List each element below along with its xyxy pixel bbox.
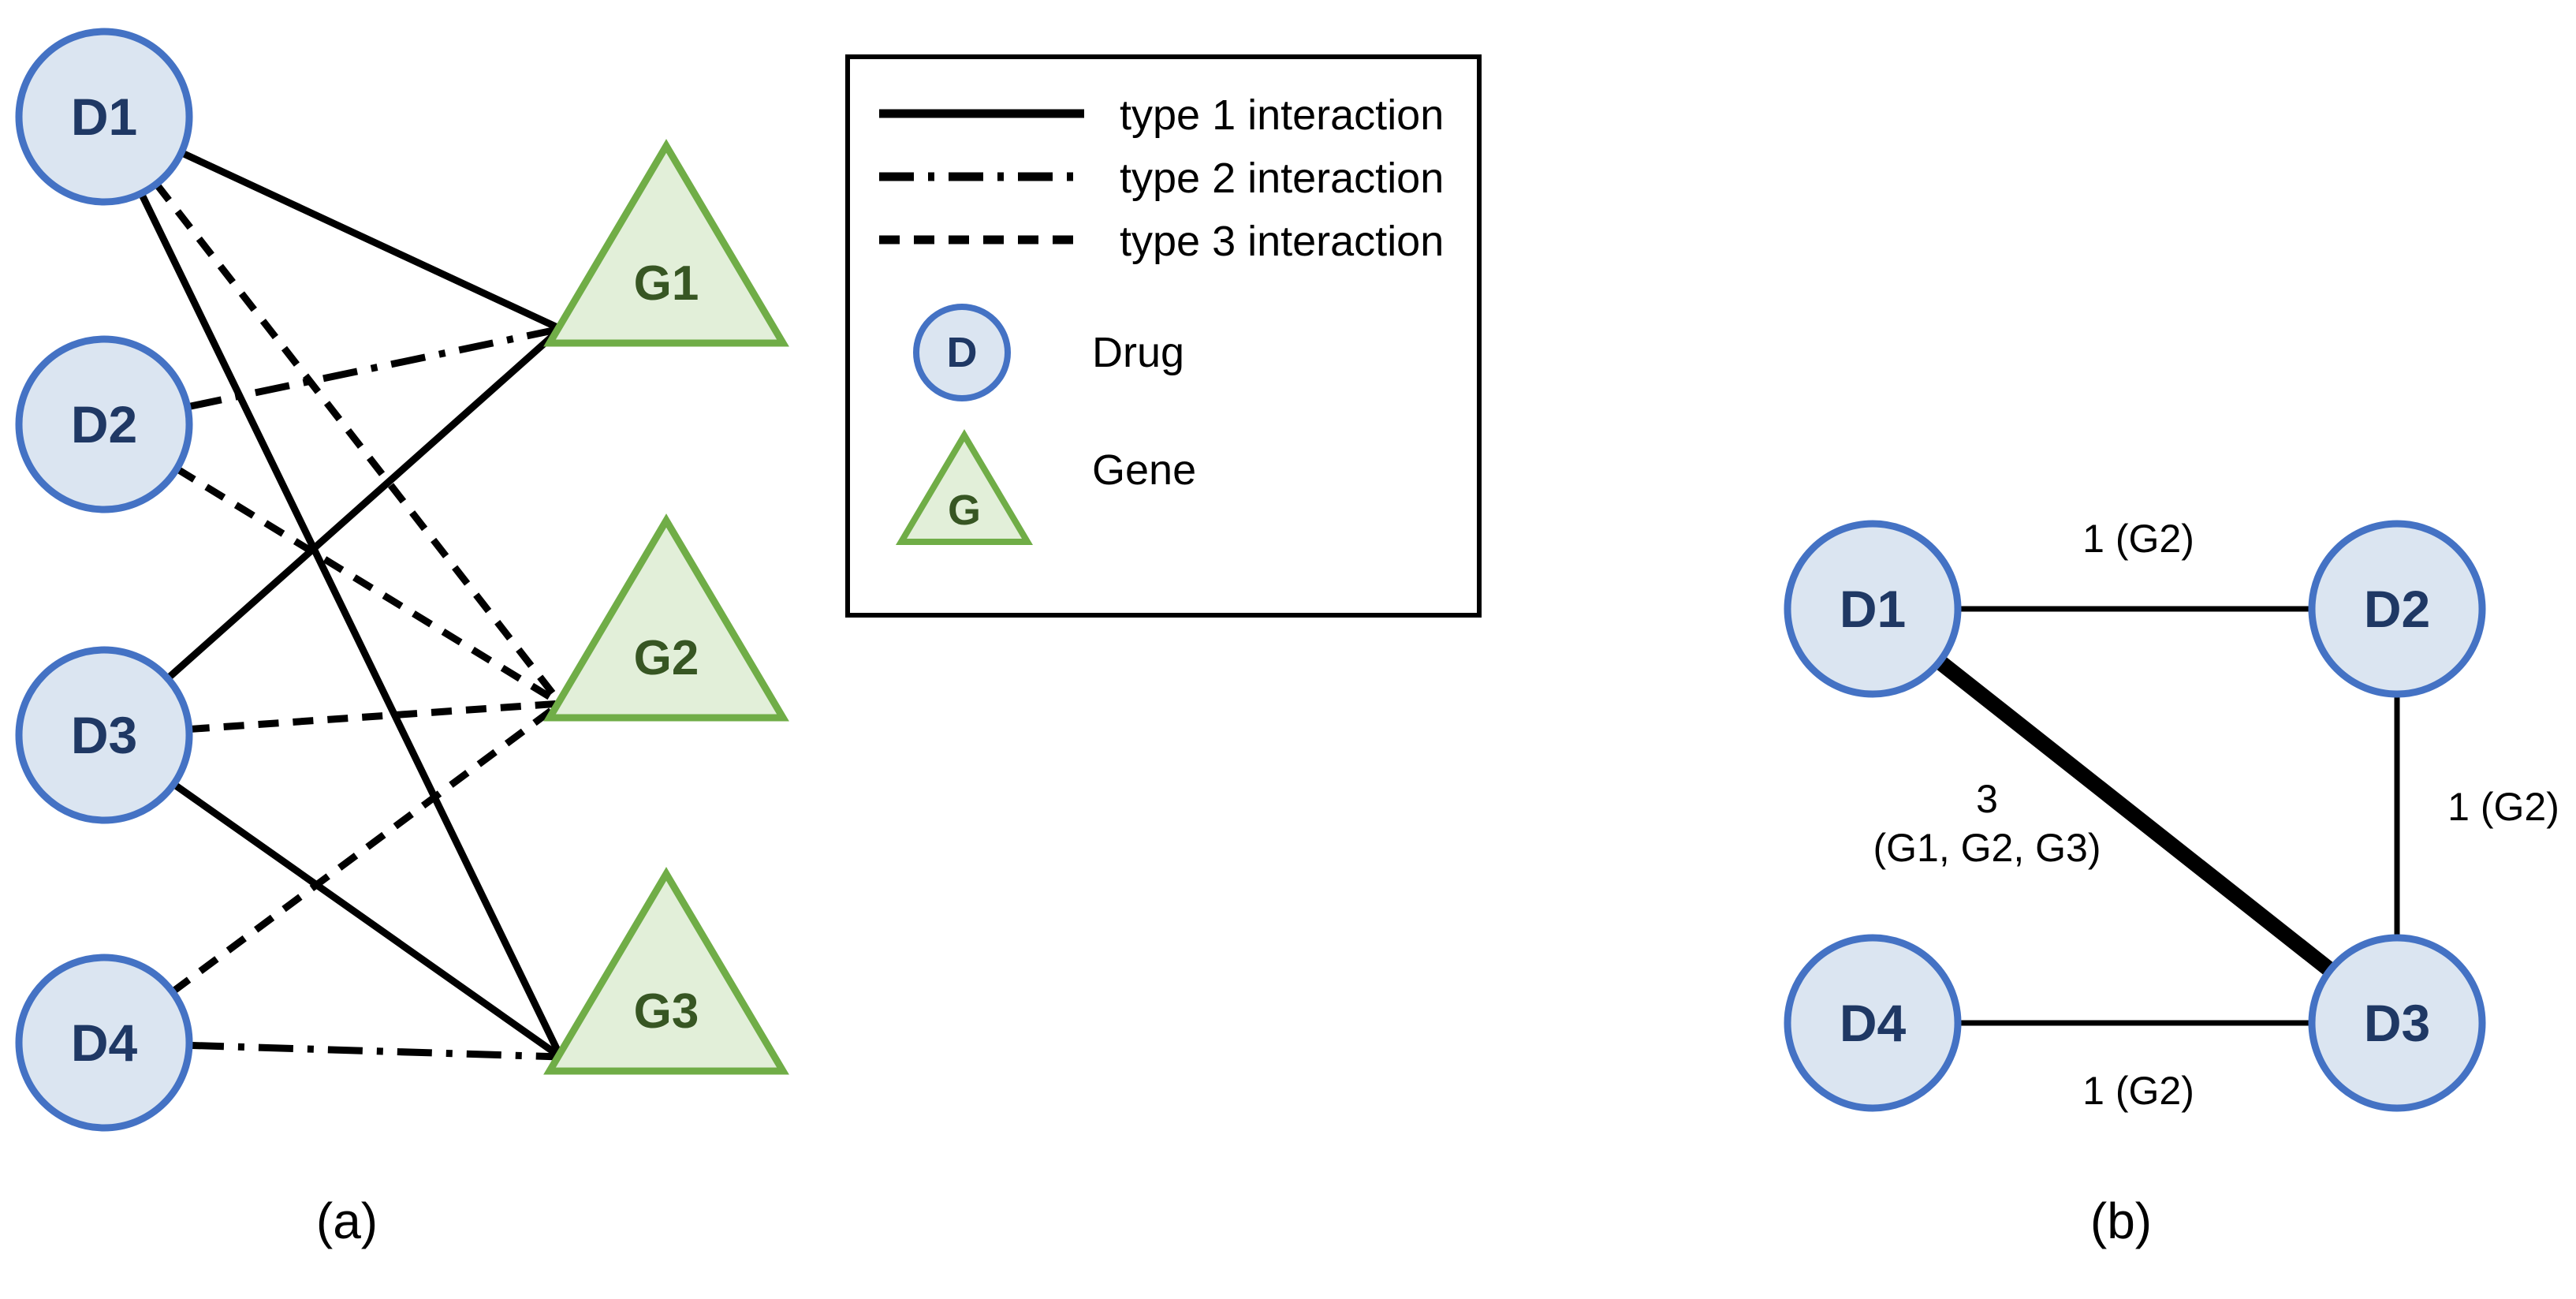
gene-node-label: G1: [634, 256, 699, 311]
drug-node-label: D3: [71, 706, 137, 764]
gene-node-label: G3: [634, 984, 699, 1039]
ddi-edge-weight-line: 1 (G2): [2082, 517, 2194, 561]
edge-d3-g2-type3: [188, 700, 561, 733]
legend-item-label: type 2 interaction: [1120, 155, 1444, 202]
legend-item-type3[interactable]: type 3 interaction: [879, 218, 1444, 265]
legend-gene-glyph: G: [948, 487, 981, 534]
panel-caption-b: (b): [2090, 1193, 2152, 1249]
edge-d1-g1-type1: [180, 149, 562, 333]
edge-d2-g1-type2: [186, 325, 561, 411]
ddi-drug-node-label: D3: [2364, 994, 2430, 1052]
legend-item-drug[interactable]: D Drug: [913, 304, 1184, 401]
ddi-edge-weight-line: 1 (G2): [2082, 1069, 2194, 1113]
ddi-drug-node-d2[interactable]: D2: [2308, 520, 2486, 698]
ddi-edge-label-d1-d3: 3 (G1, G2, G3): [1873, 777, 2101, 870]
panel-caption-a: (a): [316, 1193, 378, 1249]
drug-circle: [1784, 934, 1962, 1112]
drug-circle: [2308, 520, 2486, 698]
ddi-edge-label-d1-d2: 1 (G2): [2082, 517, 2194, 561]
edge-d2-g2-type3: [174, 465, 563, 707]
panel-caption-group: (a) (b): [316, 1193, 2152, 1249]
legend-drug-label: Drug: [1092, 329, 1184, 376]
legend-item-gene[interactable]: G Gene: [895, 429, 1196, 545]
drug-circle: [15, 646, 193, 824]
ddi-drug-node-d3[interactable]: D3: [2308, 934, 2486, 1112]
ddi-edge-weight-line: 3: [1976, 777, 1998, 821]
legend-item-type2[interactable]: type 2 interaction: [879, 155, 1444, 202]
panel-b-edge-label-group: 1 (G2) 1 (G2) 1 (G2) 3 (G1, G2, G3): [1873, 517, 2559, 1113]
gene-node-g2[interactable]: G2: [543, 513, 789, 722]
ddi-drug-node-d4[interactable]: D4: [1784, 934, 1962, 1112]
ddi-drug-node-label: D4: [1840, 994, 1907, 1052]
ddi-edge-label-d4-d3: 1 (G2): [2082, 1069, 2194, 1113]
drug-node-label: D2: [71, 395, 137, 454]
gene-triangle: [543, 139, 789, 347]
gene-node-g1[interactable]: G1: [543, 139, 789, 347]
edge-d3-g3-type1: [171, 781, 563, 1060]
panel-a-edge-group: [138, 149, 565, 1061]
gene-node-label: G2: [634, 631, 699, 685]
drug-node-d3[interactable]: D3: [15, 646, 193, 824]
ddi-edge-label-d2-d3: 1 (G2): [2447, 785, 2559, 829]
edge-d4-g2-type3: [170, 700, 563, 995]
legend-drug-circle-icon: [913, 304, 1011, 401]
gene-triangle: [543, 867, 789, 1075]
drug-node-label: D1: [71, 88, 137, 146]
drug-circle: [1784, 520, 1962, 698]
edge-d4-g3-type2: [188, 1041, 561, 1061]
drug-circle: [15, 954, 193, 1132]
gene-node-g3[interactable]: G3: [543, 867, 789, 1075]
edge-d1-g2-type3: [153, 181, 564, 706]
ddi-drug-node-label: D1: [1840, 580, 1906, 638]
ddi-drug-node-d1[interactable]: D1: [1784, 520, 1962, 698]
legend-item-type1[interactable]: type 1 interaction: [879, 91, 1444, 139]
ddi-edge-weight-line: 1 (G2): [2447, 785, 2559, 829]
legend-gene-triangle-icon: [895, 429, 1034, 545]
panel-b-edge-group: [1934, 606, 2400, 1026]
drug-circle: [15, 335, 193, 513]
drug-node-d2[interactable]: D2: [15, 335, 193, 513]
legend-group: type 1 interaction type 2 interaction type…: [845, 54, 1482, 618]
ddi-drug-node-label: D2: [2364, 580, 2430, 638]
drug-node-d4[interactable]: D4: [15, 954, 193, 1132]
drug-node-d1[interactable]: D1: [15, 28, 193, 206]
edge-d3-g1-type1: [165, 326, 563, 681]
drug-circle: [15, 28, 193, 206]
drug-circle: [2308, 934, 2486, 1112]
legend-item-label: type 3 interaction: [1120, 218, 1444, 265]
edge-d1-g3-type1: [138, 192, 565, 1058]
legend-item-label: type 1 interaction: [1120, 91, 1444, 139]
ddi-edge-d1-d3: [1934, 655, 2336, 976]
drug-node-label: D4: [71, 1013, 138, 1072]
legend-drug-glyph: D: [947, 329, 978, 376]
legend-gene-label: Gene: [1092, 446, 1196, 494]
gene-triangle: [543, 513, 789, 722]
ddi-edge-weight-line: (G1, G2, G3): [1873, 826, 2101, 870]
